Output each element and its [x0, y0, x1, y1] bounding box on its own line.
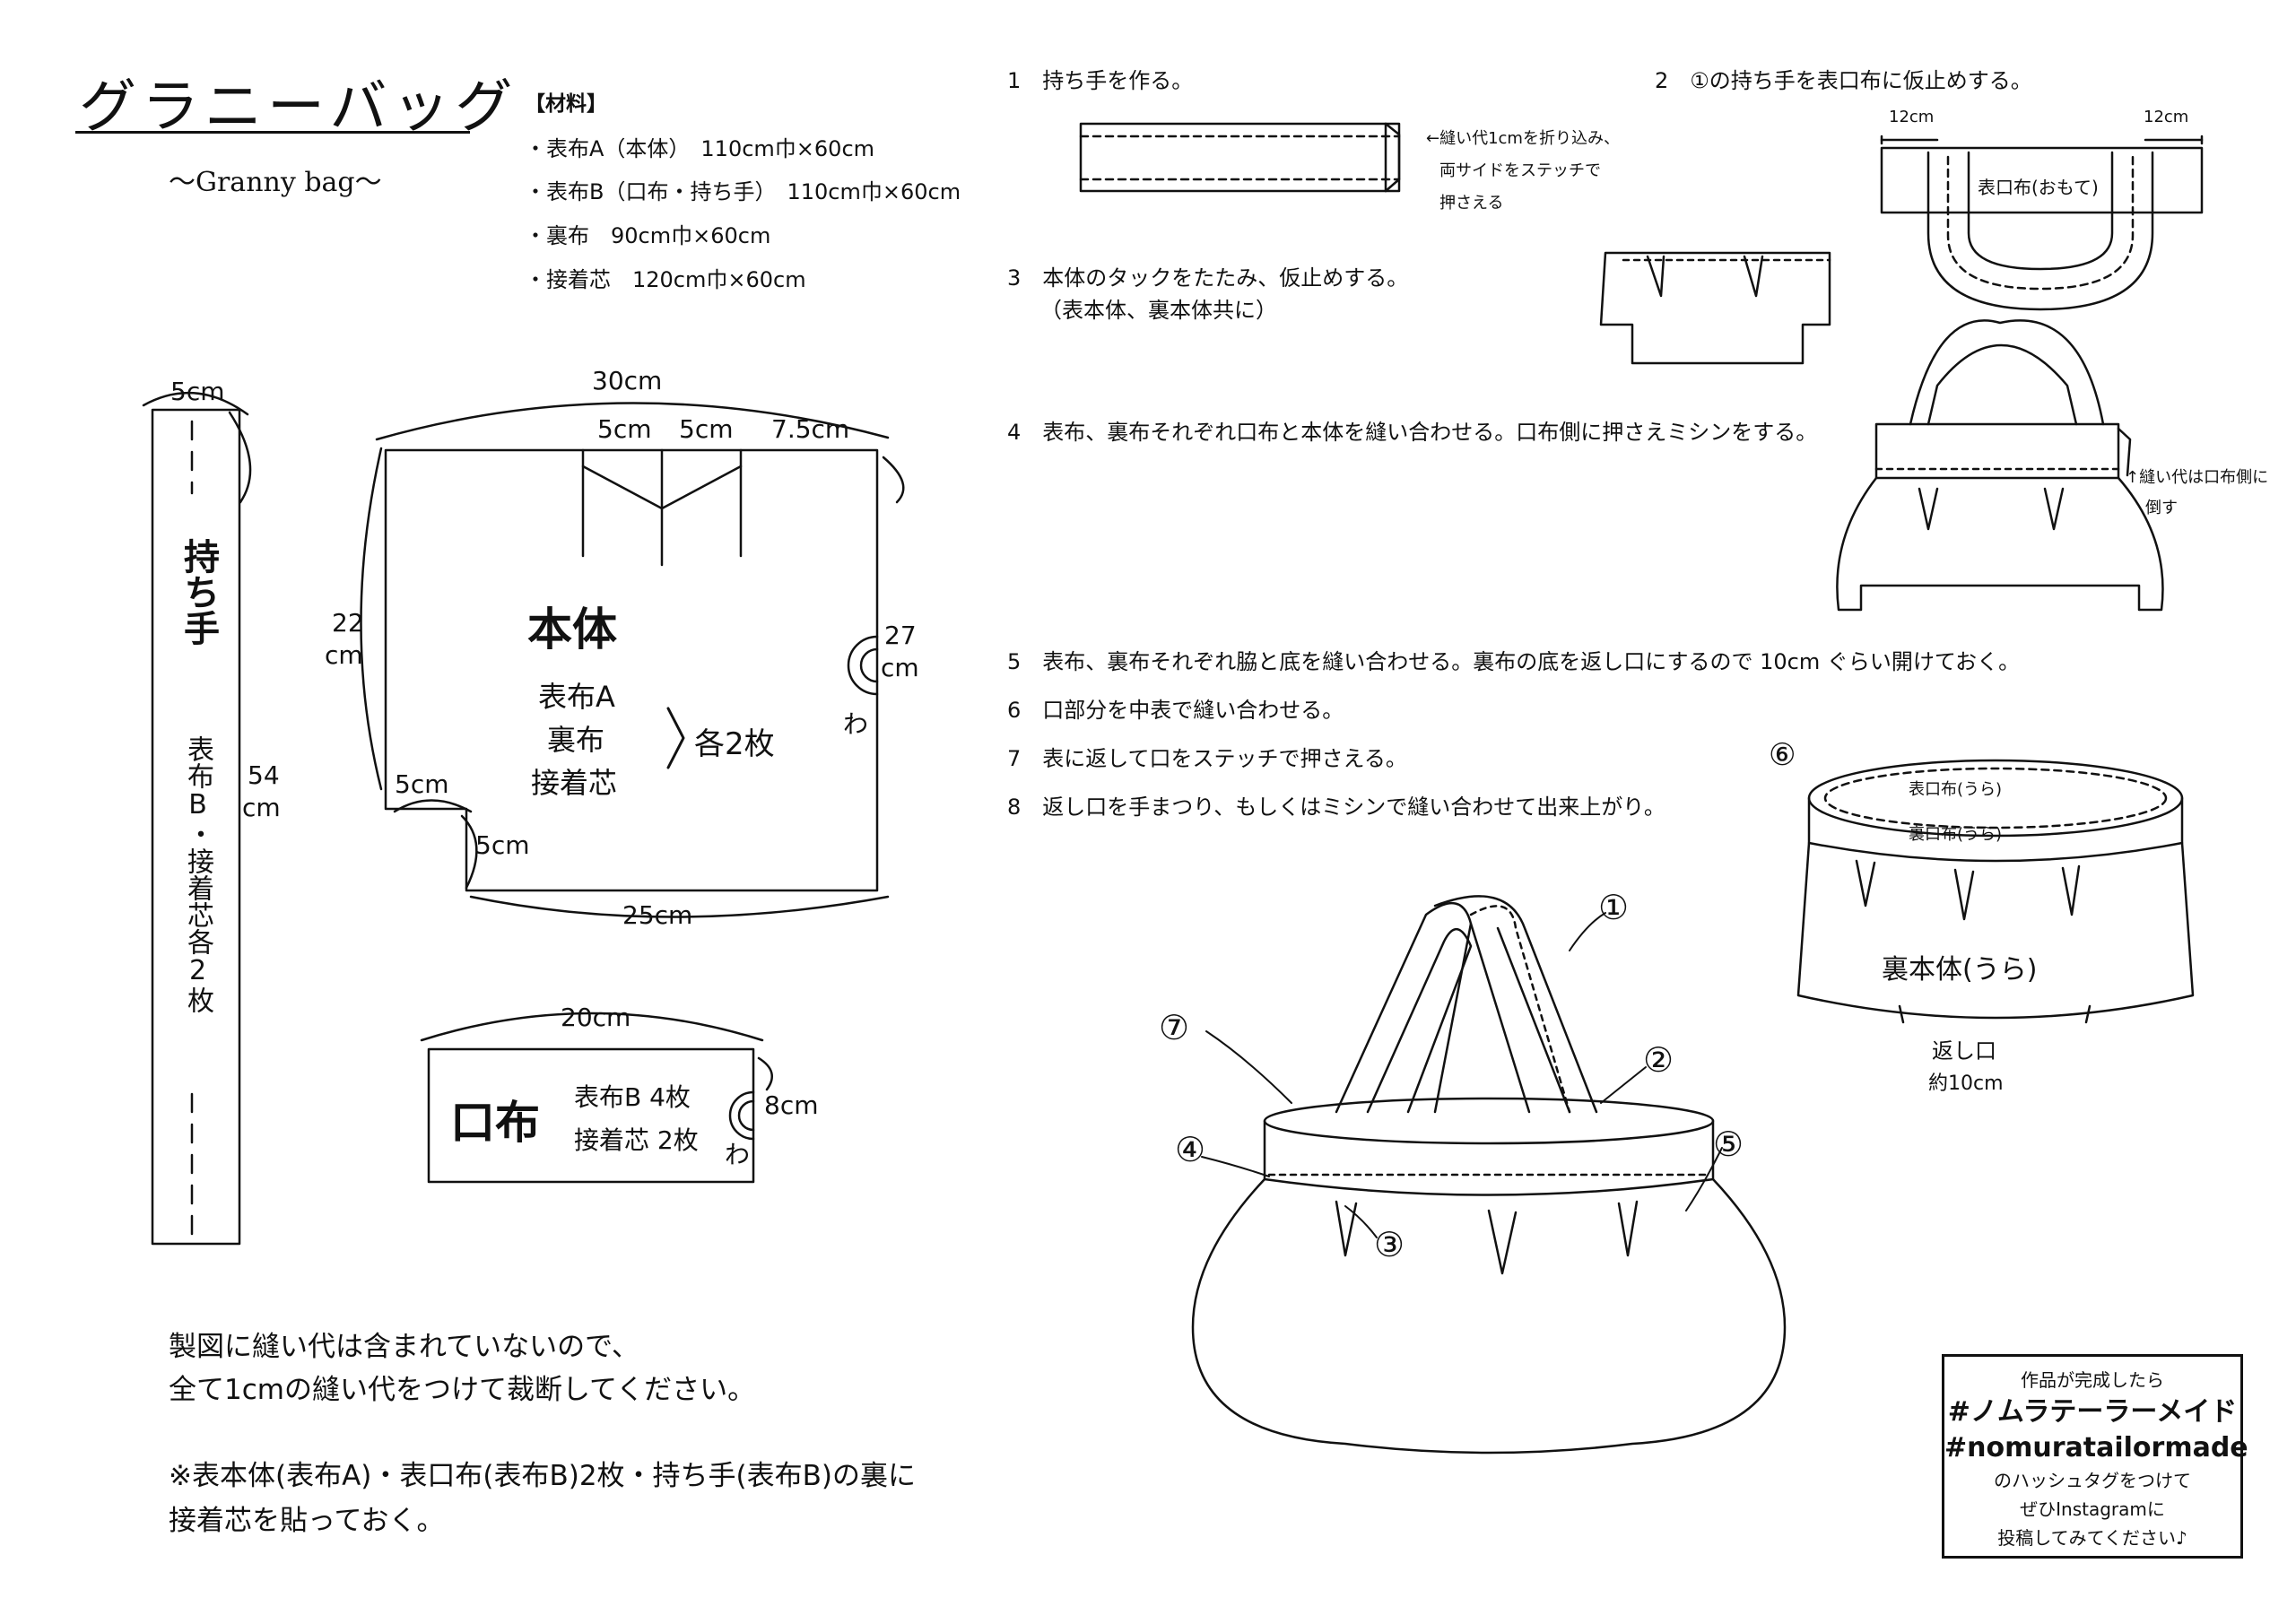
body-right-unit: cm: [881, 653, 919, 682]
hashtag-line-4: 投稿してみてください♪: [1997, 1527, 2187, 1549]
opening-height: 8cm: [764, 1090, 819, 1120]
marker-7: ⑦: [1159, 1008, 1190, 1047]
page-title: グラニーバッグ: [79, 74, 518, 141]
step-3: 3 本体のタックをたたみ、仮止めする。: [1007, 265, 1409, 291]
figure6-marker: ⑥: [1769, 737, 1796, 773]
title-underline: [75, 131, 470, 134]
step-8: 8 返し口を手まつり、もしくはミシンで縫い合わせて出来上がり。: [1007, 795, 1665, 820]
figure6-body-label: 裏本体(うら): [1882, 954, 2038, 986]
body-fabric-2: 裏布: [547, 723, 605, 757]
step-2: 2 ①の持ち手を表口布に仮止めする。: [1655, 68, 2032, 93]
step-4-note-1: ↑縫い代は口布側に: [2126, 468, 2269, 487]
opening-fold-mark: わ: [725, 1140, 751, 1169]
note-line-2: 全て1cmの縫い代をつけて裁断してください。: [169, 1374, 756, 1406]
page-subtitle: ～Granny bag～: [169, 167, 382, 198]
marker-1: ①: [1598, 888, 1630, 927]
body-notch-height: 5cm: [475, 830, 530, 860]
step1-handle-drawing: [1081, 124, 1399, 191]
step-2-label: 表口布(おもて): [1978, 177, 2099, 198]
marker-5: ⑤: [1713, 1125, 1744, 1164]
body-pattern-drawing: [361, 403, 904, 916]
figure6-outer-label: 表口布(うら): [1909, 780, 2003, 799]
handle-length-unit: cm: [242, 793, 281, 822]
body-fabric-3: 接着芯: [531, 766, 618, 800]
hashtag-box: 作品が完成したら #ノムラテーラーメイド #nomuratailormade の…: [1942, 1354, 2248, 1559]
step-4-note-2: 倒す: [2145, 499, 2178, 517]
opening-fabric-1: 表布B 4枚: [574, 1082, 691, 1112]
body-right-num: 27: [884, 621, 917, 650]
marker-leaders: [1202, 913, 1722, 1238]
step-1-note-2: 両サイドをステッチで: [1439, 161, 1601, 180]
figure6-return-label: 返し口: [1932, 1038, 1996, 1064]
body-fabric-1: 表布A: [538, 680, 615, 714]
body-side-dim: 7.5cm: [771, 414, 850, 444]
step-7: 7 表に返して口をステッチで押さえる。: [1007, 746, 1407, 771]
hashtag-line-3: ぜひInstagramに: [2020, 1498, 2165, 1520]
step-2-right-dim: 12cm: [2144, 108, 2189, 126]
materials-item: ・裏布 90cm巾×60cm: [525, 223, 771, 248]
body-top-dimension: 30cm: [592, 366, 663, 395]
hashtag-line-2: のハッシュタグをつけて: [1994, 1470, 2191, 1491]
marker-4: ④: [1175, 1130, 1206, 1169]
materials-heading: 【材料】: [525, 92, 607, 116]
step-4: 4 表布、裏布それぞれ口布と本体を縫い合わせる。口布側に押さえミシンをする。: [1007, 420, 1818, 445]
body-left-num: 22: [332, 608, 364, 638]
hashtag-intro: 作品が完成したら: [2021, 1369, 2164, 1391]
handle-name: 持ち手: [178, 538, 219, 646]
step3-tuck-drawing: [1601, 253, 1830, 363]
hashtag-japanese: #ノムラテーラーメイド: [1947, 1396, 2238, 1428]
handle-fabric: 表布B・接着芯各2枚: [182, 735, 213, 1013]
note-line-4: 接着芯を貼っておく。: [169, 1505, 445, 1537]
body-tuck-dim-1: 5cm: [597, 414, 652, 444]
step-2-left-dim: 12cm: [1889, 108, 1935, 126]
materials-item: ・表布B（口布・持ち手） 110cm巾×60cm: [525, 179, 961, 204]
step2-drawing: [1882, 136, 2202, 309]
handle-width-label: 5cm: [170, 377, 225, 406]
figure6-length-label: 約10cm: [1928, 1073, 2004, 1095]
note-line-1: 製図に縫い代は含まれていないので、: [169, 1331, 639, 1363]
hashtag-english: #nomuratailormade: [1944, 1432, 2248, 1463]
figure6-drawing: [1798, 760, 2193, 1022]
step-5: 5 表布、裏布それぞれ脇と底を縫い合わせる。裏布の底を返し口にするので 10cm…: [1007, 649, 2021, 674]
body-count: 各2枚: [694, 726, 775, 762]
step-1: 1 持ち手を作る。: [1007, 68, 1194, 93]
materials-item: ・接着芯 120cm巾×60cm: [525, 267, 806, 292]
body-fold-mark: わ: [843, 709, 869, 739]
step-1-note-3: 押さえる: [1439, 194, 1504, 213]
note-line-3: ※表本体(表布A)・表口布(表布B)2枚・持ち手(表布B)の裏に: [169, 1460, 917, 1492]
materials-item: ・表布A（本体） 110cm巾×60cm: [525, 136, 875, 161]
opening-top-dimension: 20cm: [561, 1003, 631, 1032]
body-notch-width: 5cm: [395, 769, 449, 799]
step4-drawing: [1837, 320, 2162, 610]
opening-name: 口布: [450, 1097, 540, 1149]
opening-fabric-2: 接着芯 2枚: [574, 1125, 699, 1155]
final-bag-drawing: [1193, 896, 1785, 1453]
step-6: 6 口部分を中表で縫い合わせる。: [1007, 698, 1344, 723]
step-1-note-1: ←縫い代1cmを折り込み、: [1426, 129, 1620, 148]
step-3-sub: （表本体、裏本体共に）: [1040, 298, 1277, 323]
body-bottom-dimension: 25cm: [622, 900, 693, 930]
handle-pattern-drawing: [144, 393, 250, 1244]
opening-pattern-drawing: [422, 1013, 772, 1182]
handle-length-num: 54: [248, 760, 280, 790]
marker-2: ②: [1643, 1040, 1674, 1080]
marker-3: ③: [1374, 1225, 1405, 1264]
body-name: 本体: [527, 604, 617, 656]
body-left-unit: cm: [325, 640, 363, 670]
body-tuck-dim-2: 5cm: [679, 414, 734, 444]
figure6-inner-label: 裏口布(うら): [1909, 825, 2003, 844]
